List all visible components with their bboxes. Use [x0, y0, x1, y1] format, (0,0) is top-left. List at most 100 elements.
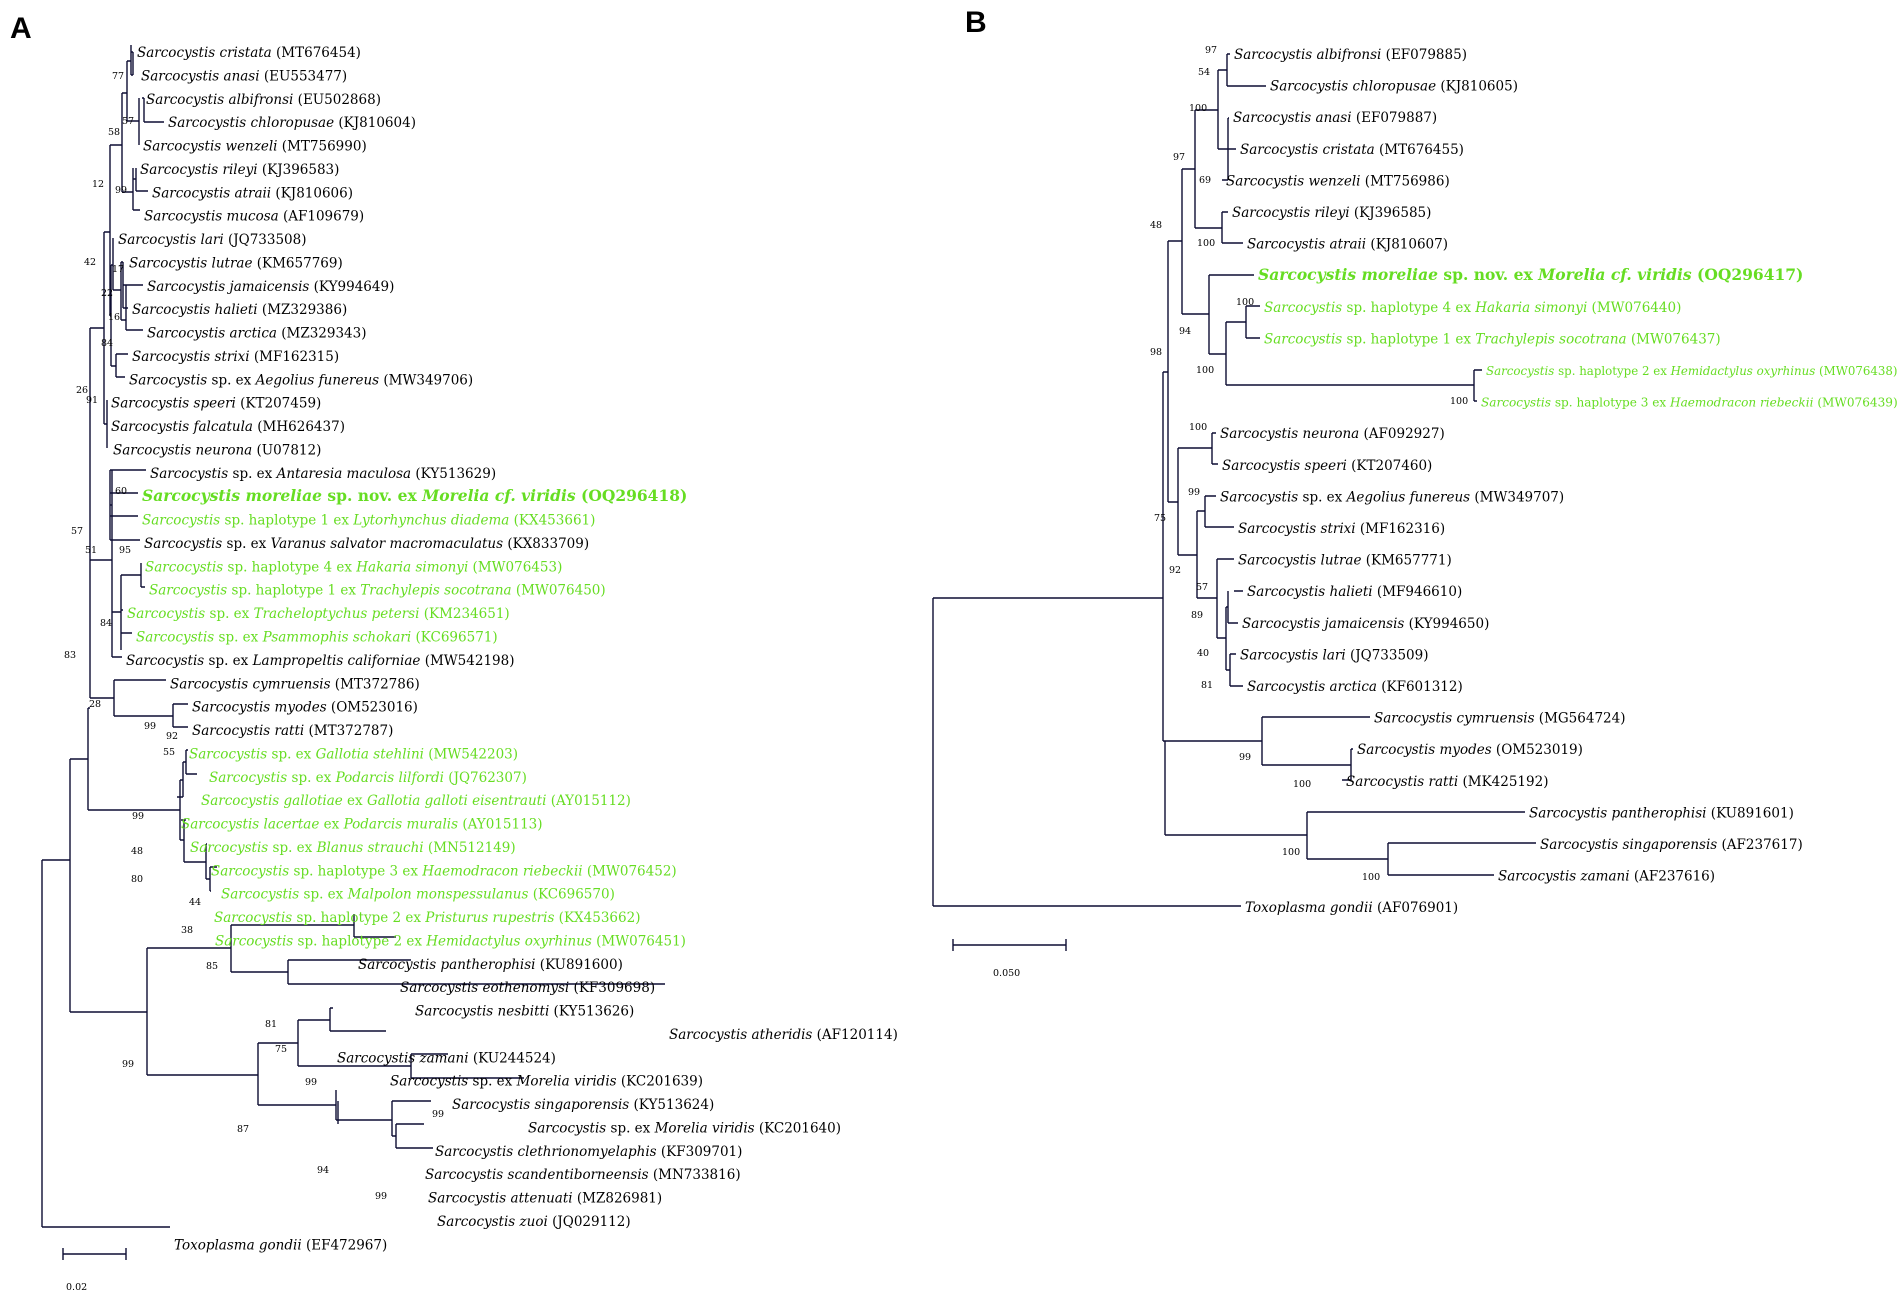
tip-paren-open: ( — [252, 442, 262, 458]
tip-paren-close: ) — [1710, 869, 1715, 885]
tip-host-name: Gallotia galloti eisentrauti — [367, 793, 546, 809]
tip-host-name: Trachylepis socotrana — [1475, 331, 1626, 347]
tip-paren-open: ( — [444, 770, 454, 786]
bootstrap-support-value: 99 — [1188, 487, 1200, 498]
tip-label: Sarcocystis lacertae ex Podarcis muralis… — [181, 817, 543, 833]
tip-paren-close: ) — [513, 746, 518, 762]
tip-paren-close: ) — [557, 559, 562, 575]
bootstrap-support-value: 97 — [1173, 152, 1185, 163]
tip-label: Sarcocystis albifronsi (EF079885) — [1234, 47, 1467, 63]
tip-accession: KJ396583 — [267, 162, 334, 178]
tip-accession: MZ329343 — [287, 326, 362, 342]
tip-paren-open: ( — [1587, 300, 1597, 316]
tip-label: Sarcocystis cristata (MT676455) — [1240, 142, 1464, 158]
panel-b-scale-bar: 0.050 — [952, 939, 1067, 979]
tip-paren-close: ) — [356, 45, 361, 61]
tip-label: Sarcocystis speeri (KT207459) — [111, 396, 321, 412]
tip-host-name: Hemidactylus oxyrhinus — [1670, 364, 1816, 378]
tip-taxon-name: Sarcocystis chloropusae — [168, 115, 334, 131]
panel-b-support-values: 9754100976910048100941001009810099759257… — [1150, 45, 1468, 883]
bootstrap-support-value: 94 — [317, 1165, 329, 1176]
tip-label: Sarcocystis anasi (EU553477) — [141, 68, 347, 84]
bootstrap-support-value: 91 — [86, 395, 98, 406]
bootstrap-support-value: 26 — [76, 385, 88, 396]
tip-paren-open: ( — [468, 559, 478, 575]
tip-label: Sarcocystis sp. ex Blanus strauchi (MN51… — [190, 840, 516, 856]
tip-paren-open: ( — [411, 466, 421, 482]
tip-paren-close: ) — [522, 770, 527, 786]
tip-host-name: Gallotia stehlini — [316, 746, 424, 762]
tree-branch — [395, 1123, 433, 1149]
tip-accession: KM657769 — [262, 255, 337, 271]
tip-qualifier: sp. ex — [272, 746, 312, 762]
tip-paren-open: ( — [250, 349, 260, 365]
tree-branch — [115, 353, 128, 378]
tip-accession: MW542203 — [434, 746, 513, 762]
tip-qualifier: sp. ex — [304, 887, 344, 903]
bootstrap-support-value: 85 — [206, 961, 218, 972]
tip-taxon-name: Sarcocystis lacertae — [181, 817, 319, 833]
tip-qualifier: sp. haplotype 4 ex — [1347, 300, 1472, 316]
tip-label: Sarcocystis attenuati (MZ826981) — [428, 1191, 662, 1207]
tip-accession: AF076901 — [1381, 900, 1453, 916]
tip-accession: MH626437 — [263, 419, 340, 435]
tip-accession: MW542198 — [430, 653, 509, 669]
tip-taxon-name: Sarcocystis speeri — [1222, 458, 1347, 474]
tip-taxon-name: Sarcocystis — [190, 840, 268, 856]
bootstrap-support-value: 89 — [1191, 610, 1203, 621]
tip-label: Sarcocystis sp. haplotype 4 ex Hakaria s… — [145, 559, 562, 575]
tip-label: Sarcocystis sp. ex Aegolius funereus (MW… — [129, 372, 473, 388]
tip-host-name: Morelia viridis — [654, 1120, 755, 1136]
tip-accession: MW076439 — [1822, 396, 1893, 410]
tip-paren-close: ) — [625, 1214, 630, 1230]
tip-host-name: Trachylepis socotrana — [360, 583, 511, 599]
tip-label: Sarcocystis lari (JQ733509) — [1240, 647, 1429, 663]
tip-paren-close: ) — [1458, 679, 1463, 695]
tip-accession: MF162316 — [1365, 521, 1440, 537]
tip-accession: MW076453 — [478, 559, 557, 575]
tip-taxon-name: Sarcocystis jamaicensis — [147, 279, 309, 295]
tip-paren-close: ) — [1543, 774, 1548, 790]
tip-host-name: Malpolon monspessulanus — [347, 887, 529, 903]
tree-branch — [172, 703, 188, 728]
tip-paren-open: ( — [617, 1074, 627, 1090]
tree-branch — [391, 1100, 431, 1137]
tip-accession: MT756990 — [287, 139, 361, 155]
tip-qualifier: sp. ex — [227, 536, 267, 552]
tip-label: Sarcocystis sp. haplotype 4 ex Hakaria s… — [1264, 300, 1681, 316]
tip-label: Sarcocystis speeri (KT207460) — [1222, 458, 1432, 474]
tip-qualifier: sp. haplotype 1 ex — [232, 583, 357, 599]
tip-taxon-name: Sarcocystis cristata — [1240, 142, 1375, 158]
tip-accession: KX833709 — [513, 536, 584, 552]
tip-paren-open: ( — [327, 700, 337, 716]
tip-paren-open: ( — [1366, 237, 1376, 253]
tip-paren-close: ) — [1893, 396, 1898, 410]
tip-taxon-name: Sarcocystis albifronsi — [1234, 47, 1381, 63]
tip-accession: MG564724 — [1544, 711, 1620, 727]
tip-paren-open: ( — [1375, 142, 1385, 158]
tree-branch — [121, 92, 133, 193]
tip-taxon-name: Sarcocystis — [1264, 331, 1342, 347]
tip-qualifier: sp. ex — [1303, 489, 1343, 505]
tip-label: Sarcocystis sp. ex Lampropeltis californ… — [126, 653, 515, 669]
tree-branch — [130, 45, 133, 76]
bootstrap-support-value: 80 — [131, 874, 143, 885]
tip-paren-open: ( — [1346, 647, 1356, 663]
tip-accession: U07812 — [262, 442, 316, 458]
tip-taxon-name: Sarcocystis — [145, 559, 223, 575]
tip-taxon-name: Sarcocystis — [1481, 396, 1551, 410]
tip-accession: OQ296417 — [1704, 265, 1796, 284]
tip-host-name: Aegolius funereus — [254, 372, 380, 388]
tip-accession: JQ762307 — [452, 770, 522, 786]
tip-label: Sarcocystis sp. ex Antaresia maculosa (K… — [150, 466, 496, 482]
tip-host-name: Haemodracon riebeckii — [1669, 396, 1814, 410]
tip-accession: KU891600 — [545, 957, 618, 973]
tip-label: Sarcocystis sp. ex Podarcis lilfordi (JQ… — [209, 770, 527, 786]
tip-accession: MK425192 — [1468, 774, 1543, 790]
bootstrap-support-value: 87 — [237, 1124, 249, 1135]
tip-paren-close: ) — [836, 1120, 841, 1136]
tip-label: Sarcocystis cristata (MT676454) — [137, 45, 361, 61]
panel-a: A 77575899124217221684269157609584512899… — [10, 12, 898, 1293]
bootstrap-support-value: 58 — [108, 127, 120, 138]
tree-branch — [120, 261, 126, 321]
